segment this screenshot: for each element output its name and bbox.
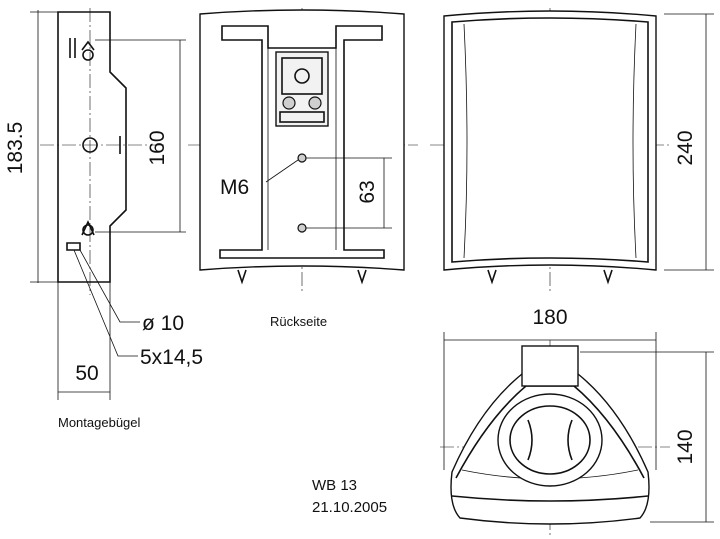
- back-view: [188, 8, 418, 292]
- mounting-bracket: [30, 8, 186, 400]
- front-view: [430, 8, 714, 292]
- dim-width: 180: [532, 306, 567, 329]
- dim-mount-width: 50: [75, 362, 98, 385]
- dim-mount-height: 183.5: [4, 122, 27, 175]
- top-view: [440, 332, 714, 535]
- label-back-view: Rückseite: [270, 314, 327, 329]
- dim-hole-diameter: ø 10: [142, 312, 184, 335]
- label-date: 21.10.2005: [312, 499, 387, 516]
- dim-thread: M6: [220, 176, 249, 199]
- dim-depth: 140: [674, 429, 697, 464]
- dim-height: 240: [674, 130, 697, 165]
- label-mount-bracket: Montagebügel: [58, 415, 141, 430]
- label-model: WB 13: [312, 477, 357, 494]
- dim-thread-spacing: 63: [356, 180, 379, 203]
- dim-slot-size: 5x14,5: [140, 346, 203, 369]
- dim-mount-hole-spacing: 160: [146, 130, 169, 165]
